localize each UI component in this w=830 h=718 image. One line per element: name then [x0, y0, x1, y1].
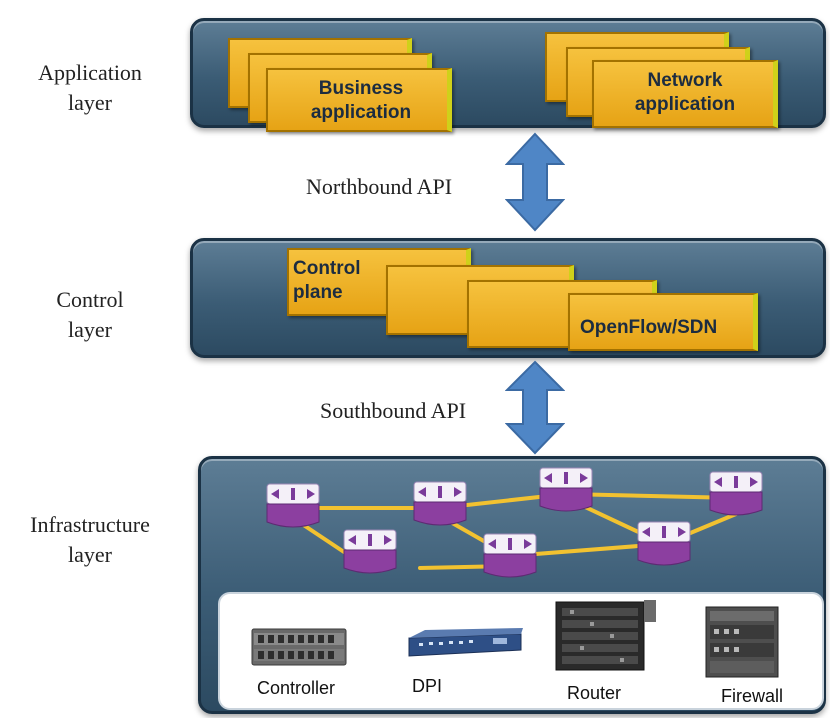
- network-link: [564, 492, 738, 500]
- switch-node-icon: [709, 471, 763, 516]
- device-label-router: Router: [567, 683, 622, 703]
- network-application-line1: Network: [647, 70, 723, 91]
- control-plane-text: Control plane: [293, 257, 393, 305]
- business-app-card-front: [266, 68, 452, 132]
- switch-node-icon: [266, 483, 320, 528]
- switch-node-icon: [483, 533, 537, 578]
- infrastructure-layer-label-line2: layer: [68, 542, 112, 567]
- device-label-firewall: Firewall: [721, 686, 784, 706]
- controller-icon: [251, 628, 347, 666]
- business-application-line2: application: [310, 102, 412, 123]
- network-application-line2: application: [634, 94, 736, 115]
- infrastructure-layer-label: Infrastructure layer: [0, 510, 180, 570]
- control-plane-line1: Control: [293, 258, 361, 279]
- firewall-icon: [705, 606, 779, 678]
- device-label-controller: Controller: [257, 678, 336, 698]
- control-layer-label: Control layer: [0, 285, 180, 345]
- switch-node-icon: [539, 467, 593, 512]
- switch-node-icon: [343, 529, 397, 574]
- router-icon: [555, 600, 656, 671]
- network-application-text: Network application: [605, 69, 765, 117]
- business-application-line1: Business: [318, 78, 404, 99]
- control-plane-line2: plane: [293, 282, 343, 303]
- southbound-double-arrow-icon: [505, 360, 565, 455]
- application-layer-label: Application layer: [0, 58, 180, 118]
- switch-node-icon: [413, 481, 467, 526]
- switch-nodes: [266, 467, 763, 578]
- application-layer-label-line2: layer: [68, 90, 112, 115]
- infrastructure-layer-label-line1: Infrastructure: [30, 512, 150, 537]
- control-plane-card-4: [568, 293, 758, 351]
- switch-network: [266, 467, 763, 578]
- southbound-api-label: Southbound API: [320, 398, 467, 423]
- application-layer-label-line1: Application: [38, 60, 142, 85]
- dpi-icon: [408, 628, 523, 657]
- network-app-card-front: [592, 60, 778, 128]
- northbound-api-label: Northbound API: [306, 174, 453, 199]
- control-layer-label-line2: layer: [68, 317, 112, 342]
- control-layer-label-line1: Control: [56, 287, 124, 312]
- openflow-sdn-text: OpenFlow/SDN: [580, 317, 718, 338]
- switch-node-icon: [637, 521, 691, 566]
- device-label-dpi: DPI: [412, 676, 443, 696]
- business-application-text: Business application: [286, 77, 436, 125]
- northbound-double-arrow-icon: [505, 132, 565, 232]
